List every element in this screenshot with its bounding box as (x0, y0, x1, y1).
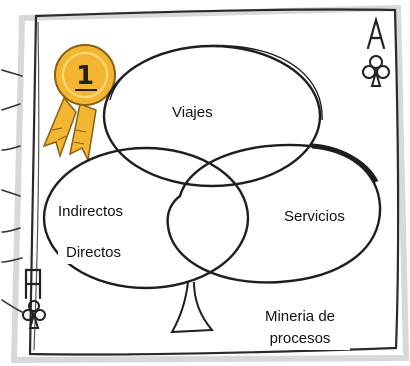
card-outline (28, 8, 400, 356)
label-directos: Directos (58, 242, 130, 264)
circle-right-bold (311, 143, 379, 184)
medal-icon: 1 (42, 44, 116, 163)
club-stem (170, 281, 215, 334)
label-servicios: Servicios (276, 204, 353, 230)
label-mineria-line1: Mineria de (264, 308, 336, 325)
label-mineria-line2: procesos (269, 330, 331, 347)
card-shadow (10, 4, 410, 364)
label-mineria-de-procesos: Mineria de procesos (250, 306, 350, 350)
circle-left (42, 146, 250, 290)
card-rank-top (362, 15, 390, 87)
circle-top-stroke (109, 44, 323, 121)
medal-number: 1 (76, 61, 94, 91)
club-icon (22, 300, 46, 329)
label-viajes: Viajes (172, 104, 213, 122)
club-icon (362, 55, 390, 87)
edge-strokes (1, 69, 23, 313)
label-indirectos: Indirectos (52, 201, 130, 223)
card-rank-bottom (22, 268, 46, 329)
circle-right (166, 143, 382, 284)
